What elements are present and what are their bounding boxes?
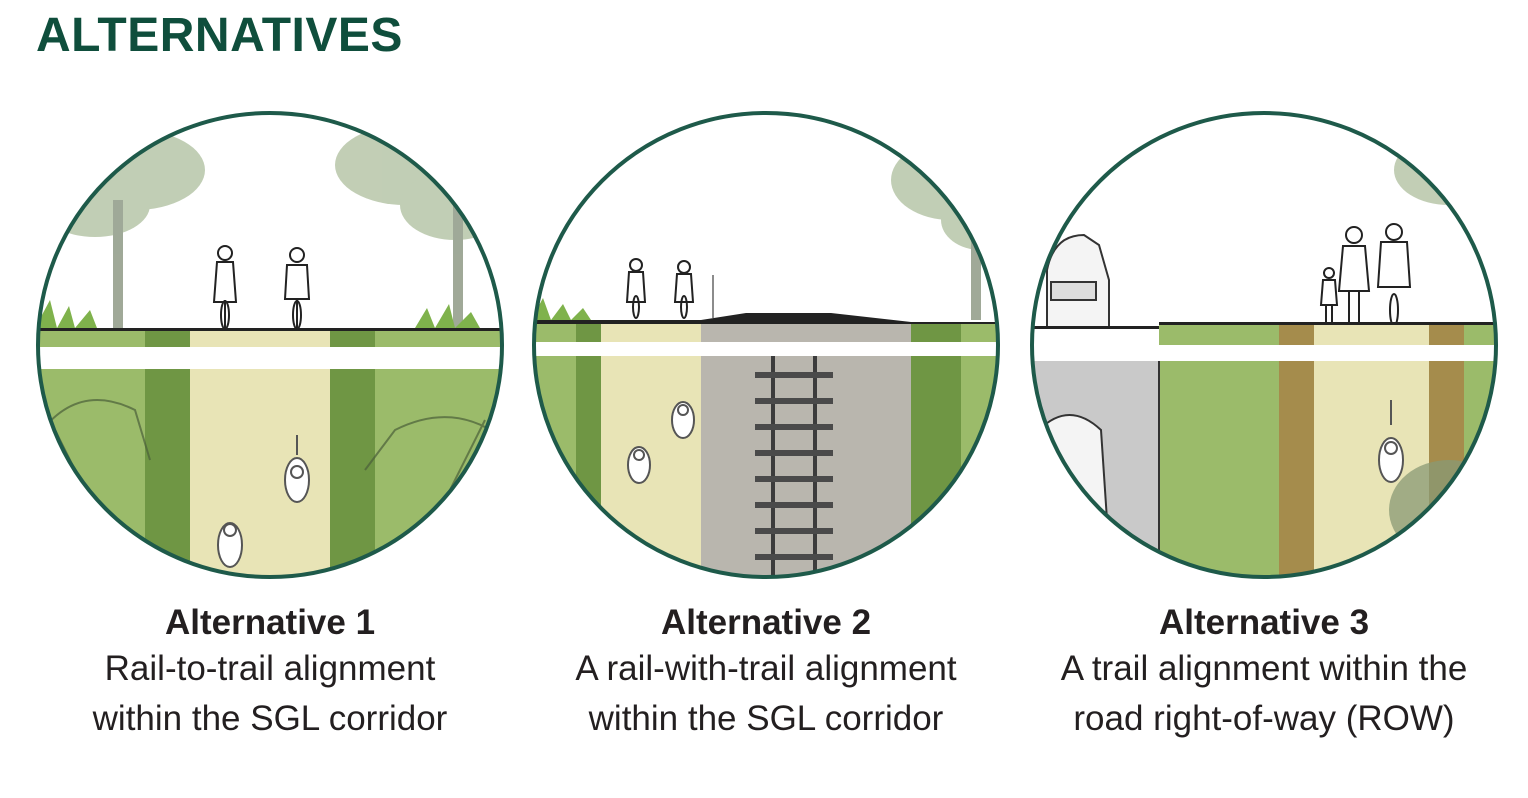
alternative-1-desc-line-1: Rail-to-trail alignment	[104, 649, 436, 688]
alternative-3-illustration	[1029, 110, 1499, 580]
pedestrian-icon	[1319, 267, 1339, 328]
tree-icon	[1394, 135, 1496, 205]
alternative-2-card: Alternative 2 A rail-with-trail alignmen…	[516, 110, 1016, 744]
cyclist-icon	[283, 247, 311, 330]
cyclist-icon	[217, 522, 243, 568]
pedestrian-icon	[1337, 226, 1371, 328]
grass-tuft-icon	[38, 300, 97, 328]
page-title: ALTERNATIVES	[36, 9, 403, 62]
alternative-2-desc-line-1: A rail-with-trail alignment	[575, 649, 957, 688]
rail-track-icon	[755, 356, 833, 577]
alternative-3-desc-line-1: A trail alignment within the	[1060, 649, 1468, 688]
cyclist-icon	[671, 401, 695, 439]
cyclist-icon	[627, 446, 651, 484]
cyclist-icon	[673, 260, 695, 319]
cyclist-icon	[284, 435, 310, 503]
alternative-1-card: Alternative 1 Rail-to-trail alignment wi…	[20, 110, 520, 744]
grass-tuft-icon	[534, 298, 591, 320]
alternative-1-desc-line-2: within the SGL corridor	[92, 699, 448, 738]
alternative-3-illustration-svg	[1030, 111, 1498, 579]
alternative-1-illustration	[35, 110, 505, 580]
alternative-3-card: Alternative 3 A trail alignment within t…	[1014, 110, 1514, 744]
alternative-1-name: Alternative 1	[164, 603, 376, 642]
cyclist-icon	[212, 245, 238, 330]
alternative-3-desc-line-2: road right-of-way (ROW)	[1073, 699, 1455, 738]
alternative-2-illustration-svg	[532, 111, 1000, 579]
cyclist-icon	[625, 258, 647, 319]
car-icon	[1046, 233, 1110, 329]
alternative-3-name: Alternative 3	[1158, 603, 1370, 642]
alternative-2-name: Alternative 2	[660, 603, 872, 642]
cyclist-icon	[1378, 400, 1404, 483]
cyclist-icon	[1376, 223, 1412, 327]
alternative-2-desc-line-2: within the SGL corridor	[588, 699, 944, 738]
alternative-2-illustration	[531, 110, 1001, 580]
grass-tuft-icon	[415, 304, 480, 328]
alternative-1-illustration-svg	[36, 111, 504, 579]
